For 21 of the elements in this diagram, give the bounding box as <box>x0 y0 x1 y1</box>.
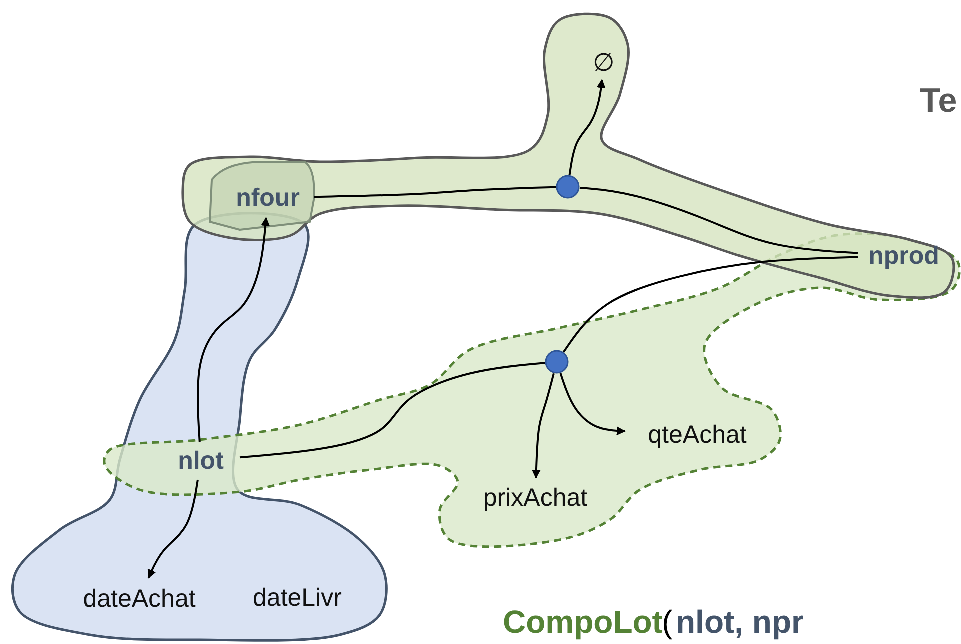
key-attribute: nlot <box>178 446 224 476</box>
connector-line <box>563 256 858 353</box>
arrow <box>568 79 606 176</box>
parenthesis: ( <box>662 604 673 641</box>
attribute-label: dateAchat <box>83 584 196 614</box>
heading-text: Te <box>920 82 958 121</box>
key-attribute: nfour <box>236 184 300 212</box>
arrow <box>532 373 555 479</box>
connector-line <box>314 186 556 198</box>
relation-name: CompoLot <box>503 604 663 641</box>
connector-line <box>580 186 858 254</box>
connector-line <box>240 362 546 459</box>
attribute-label: ∅ <box>593 48 615 78</box>
key-attribute: nprod <box>868 242 940 270</box>
attribute-label: prixAchat <box>483 484 588 512</box>
arrow <box>560 373 626 436</box>
arrow <box>148 480 199 579</box>
attribute-label: dateLivr <box>253 584 342 612</box>
relation-attributes: nlot, npr <box>676 604 804 641</box>
attribute-label: qteAchat <box>648 420 747 450</box>
arrow <box>196 217 270 442</box>
